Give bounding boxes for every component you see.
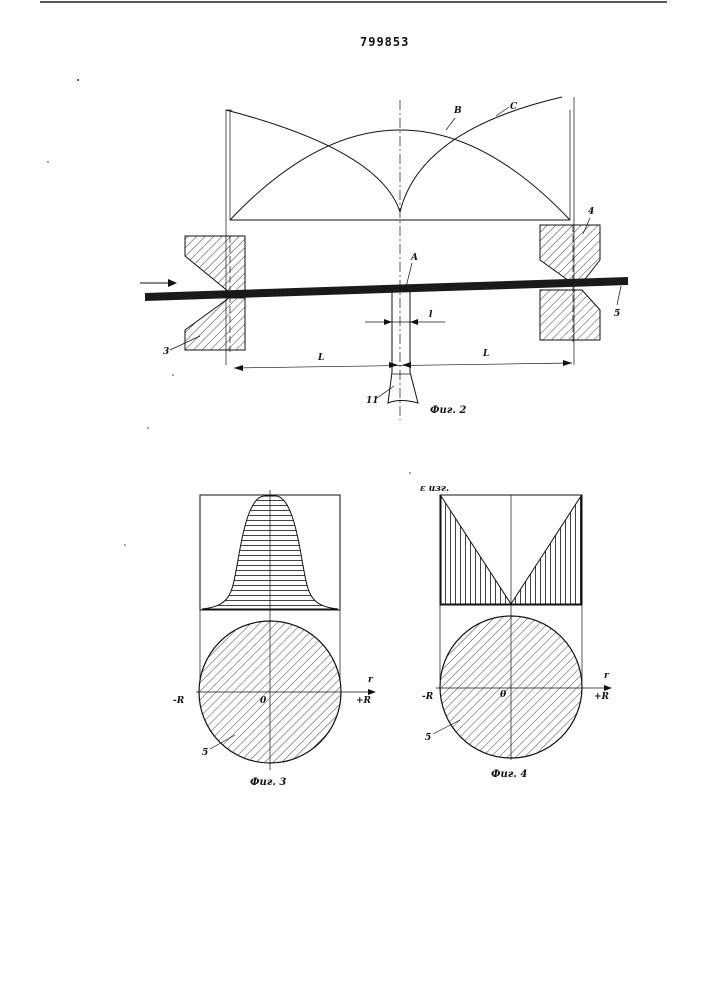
fig2-caption: Фиг. 2 xyxy=(430,405,466,416)
speck xyxy=(47,161,49,163)
speck xyxy=(147,427,149,429)
label-nozzle-11: 11 xyxy=(366,396,379,406)
speck xyxy=(124,544,126,546)
curve-c-right xyxy=(400,97,562,212)
label-roll-3: 3 xyxy=(163,347,169,357)
fig4-left-hatched-region xyxy=(441,496,511,604)
curve-c-left xyxy=(226,110,400,212)
span-arrow-left-end xyxy=(234,365,243,371)
fig4-label-y-axis: ε изг. xyxy=(420,484,449,494)
label-c: C xyxy=(510,102,518,112)
label-strip-5: 5 xyxy=(614,309,620,319)
label-span-right: L xyxy=(482,349,489,359)
gap-dim-arrow-right xyxy=(410,319,418,325)
span-arrow-mid-left xyxy=(389,362,398,368)
figure-4: ε изг. r -R +R 0 5 Фиг. 4 xyxy=(420,484,612,780)
fig3-label-minus-r: -R xyxy=(173,696,185,706)
roll-4-lower xyxy=(540,290,600,340)
fig3-label-r: r xyxy=(368,675,374,685)
speck xyxy=(172,374,174,376)
fig4-label-plus-r: +R xyxy=(594,692,610,702)
fig3-r-axis-arrow xyxy=(368,689,376,695)
feed-arrowhead xyxy=(168,279,177,287)
patent-number: 799853 xyxy=(360,35,409,49)
span-arrow-mid-right xyxy=(402,362,411,368)
leader-nozzle-11 xyxy=(377,386,394,398)
span-dim-line xyxy=(234,363,572,368)
fig3-label-section-5: 5 xyxy=(202,748,208,758)
fig3-label-plus-r: +R xyxy=(356,696,372,706)
figure-2: B C 3 4 5 A xyxy=(140,97,628,420)
fig3-caption: Фиг. 3 xyxy=(250,777,286,788)
figure-3: r -R +R 0 5 Фиг. 3 xyxy=(173,490,376,788)
speck xyxy=(409,472,411,474)
fig4-label-r: r xyxy=(604,671,610,681)
label-span-left: L xyxy=(317,353,324,363)
label-gap-l: l xyxy=(429,310,433,320)
nozzle-11 xyxy=(388,290,418,403)
leader-a xyxy=(406,263,412,287)
label-a: A xyxy=(410,253,418,263)
label-roll-4: 4 xyxy=(588,207,594,217)
roll-3-upper xyxy=(185,236,245,292)
roll-4-upper xyxy=(540,225,600,283)
fig4-right-hatched-region xyxy=(511,496,581,604)
gap-dim-arrow-left xyxy=(384,319,392,325)
fig4-r-axis-arrow xyxy=(604,685,612,691)
fig4-label-section-5: 5 xyxy=(425,733,431,743)
leader-strip-5 xyxy=(617,286,621,305)
speck xyxy=(77,79,79,81)
leader-b xyxy=(446,118,455,130)
label-b: B xyxy=(453,106,462,116)
roll-3-lower xyxy=(185,298,245,350)
fig3-label-origin: 0 xyxy=(260,696,267,706)
span-arrow-right-end xyxy=(563,360,572,366)
fig4-caption: Фиг. 4 xyxy=(491,769,527,780)
fig4-label-origin: 0 xyxy=(500,690,507,700)
fig4-label-minus-r: -R xyxy=(422,692,434,702)
nozzle-bell xyxy=(388,372,418,403)
